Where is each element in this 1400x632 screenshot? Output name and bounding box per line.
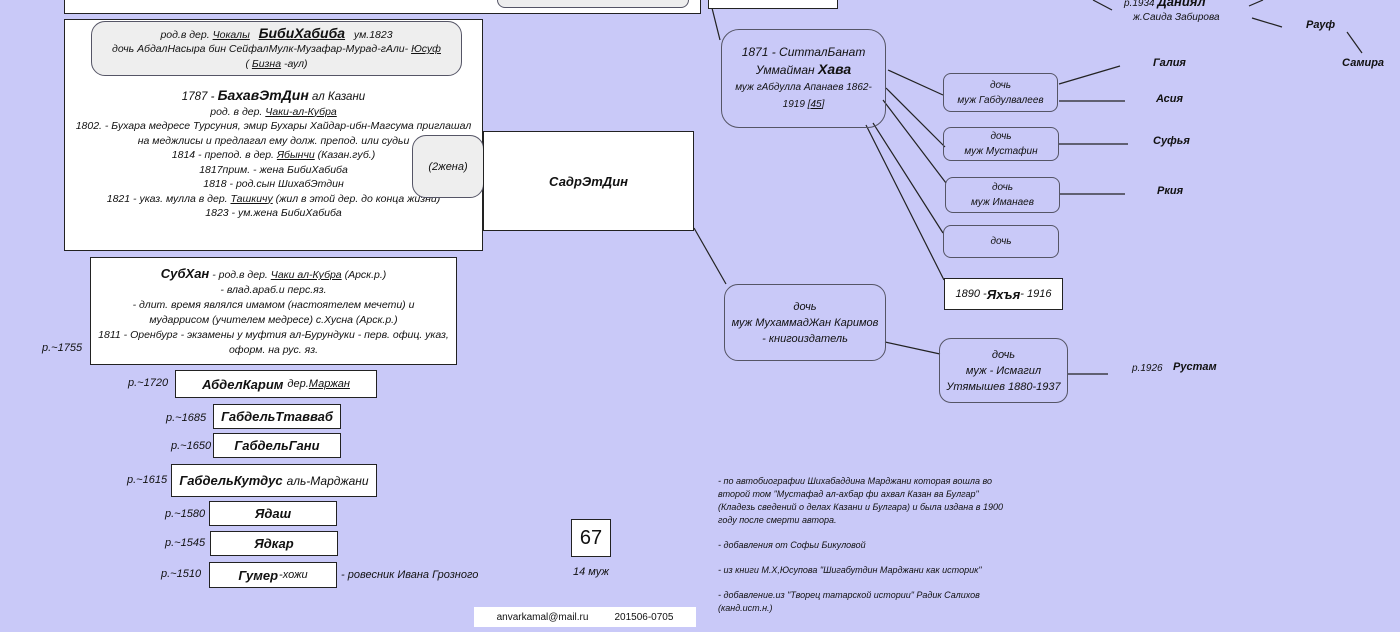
top-partial-box-right — [708, 0, 838, 9]
footer: anvarkamal@mail.ru 201506-0705 — [474, 607, 696, 627]
samira-name: Самира — [1342, 57, 1385, 69]
daughter-box: дочь — [943, 225, 1059, 258]
note: - добавление.из "Творец татарской истори… — [718, 590, 980, 613]
grandchild-name: Асия — [1156, 93, 1183, 105]
yahya-box: 1890 - Яхъя - 1916 — [944, 278, 1063, 310]
ancestor-box: ГабдельГани — [213, 433, 341, 458]
sadretdin-box: СадрЭтДин — [483, 131, 694, 231]
ancestor-box: Ядкар — [210, 531, 338, 556]
subhan-birth: р.~1755 — [42, 342, 83, 354]
footer-code: 201506-0705 — [614, 611, 674, 623]
grandchild-name: Суфья — [1153, 135, 1190, 147]
note: - из книги М.Х,Юсупова "Шигабутдин Мардж… — [718, 565, 982, 575]
rauf-name: Рауф — [1306, 19, 1336, 31]
reference-link[interactable]: 45 — [810, 99, 822, 110]
hava-box: 1871 - СитталБанат Уммайман Хава муж гАб… — [721, 29, 886, 128]
bibihabiba-box: род.в дер. Чокалы БибиХабиба ум.1823 доч… — [91, 21, 462, 76]
ancestor-birth: р.~1615 — [127, 474, 168, 486]
ancestor-birth: р.~1580 — [165, 508, 206, 520]
page-subtitle: 14 муж — [573, 566, 609, 578]
second-wife-box: (2жена) — [412, 135, 484, 198]
ancestor-birth: р.~1545 — [165, 537, 206, 549]
subhan-box: СубХан - род.в дер. Чаки ал-Кубра (Арск.… — [90, 257, 457, 365]
ancestor-birth: р.~1685 — [166, 412, 207, 424]
page-number: 67 — [571, 519, 611, 557]
ancestor-box: ГабдельТтавваб — [213, 404, 341, 429]
note: - добавления от Софьи Бикуловой — [718, 540, 866, 550]
ancestor-birth: р.~1650 — [171, 440, 212, 452]
rustam-birth: р.1926 — [1132, 363, 1163, 374]
grandchild-name: Галия — [1153, 57, 1186, 69]
daniyal-wife: ж.Саида Забирова — [1133, 12, 1220, 23]
ancestor-birth: р.~1510 — [161, 568, 202, 580]
ancestor-box: Гумер-хожи — [209, 562, 337, 588]
source-notes: - по автобиографии Шихабаддина Марджани … — [718, 475, 1003, 627]
footer-email[interactable]: anvarkamal@mail.ru — [496, 611, 589, 623]
top-partial-rounded-box — [497, 0, 689, 8]
rustam-name: Рустам — [1173, 361, 1217, 373]
ancestor-note: - ровесник Ивана Грозного — [341, 569, 479, 581]
grandchild-name: Ркия — [1157, 185, 1184, 197]
ancestor-box: Ядаш — [209, 501, 337, 526]
ancestor-birth: р.~1720 — [128, 377, 169, 389]
note: - по автобиографии Шихабаддина Марджани … — [718, 476, 1003, 525]
daniyal-entry: р.1934 Даниял — [1124, 0, 1206, 9]
